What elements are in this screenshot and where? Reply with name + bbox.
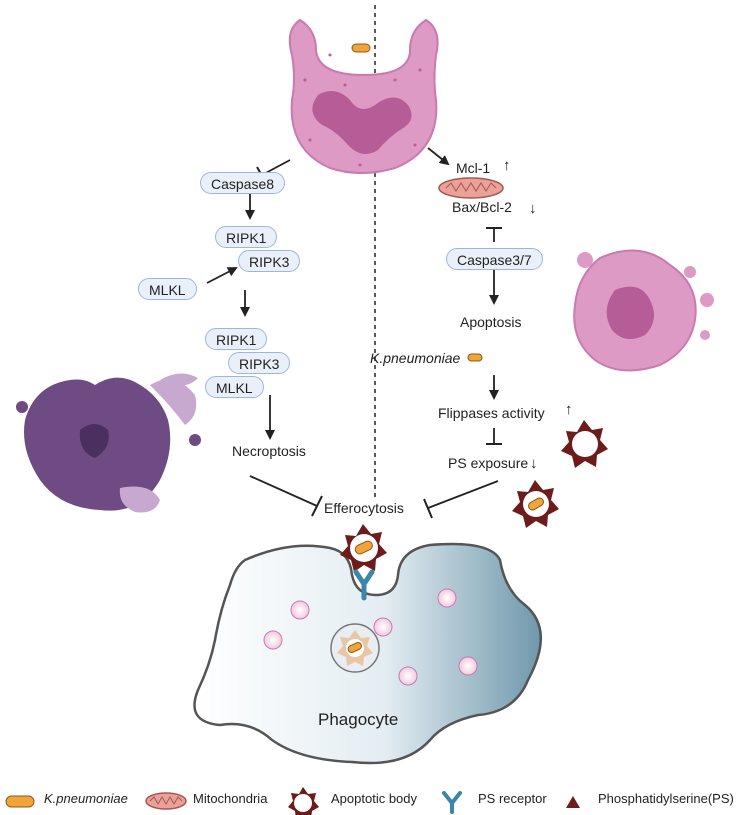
mitochondria-icon [438,177,504,199]
apoptotic-cell-icon [573,249,714,372]
ripk3-node: RIPK3 [238,250,301,272]
legend-ps-receptor-icon [442,791,462,814]
legend-apoptotic-body: Apoptotic body [331,791,418,806]
efferocytosis-label: Efferocytosis [324,500,404,516]
engulfed-apoptotic-body-icon [340,524,387,572]
phagosome-icon [330,623,380,673]
legend-ps-triangle-icon [566,796,580,808]
inhibit-bar-left [311,495,323,517]
legend-kpneumoniae: K.pneumoniae [44,791,128,806]
vesicle-icon [437,588,457,608]
vesicle-icon [263,630,283,650]
bacterium-icon [467,353,483,362]
phagocyte-label: Phagocyte [318,710,399,729]
vesicle-icon [398,666,418,686]
necrotic-cell-icon [16,373,201,513]
ripk1-complex-node: RIPK1 [205,328,268,350]
kpneumoniae-label: K.pneumoniae [370,350,461,366]
mlkl-complex-node: MLKL [205,376,264,398]
legend-mitochondria-icon [145,792,187,810]
necroptosis-label: Necroptosis [232,443,306,459]
vesicle-icon [458,656,478,676]
neutrophil-icon [288,18,439,174]
vesicle-icon [290,600,310,620]
ps-inhibit-efferocytosis [427,480,499,509]
caspase8-node: Caspase8 [200,172,286,194]
baxbcl2-down-arrow: ↓ [529,200,537,217]
arrow-to-mcl1 [427,147,450,166]
legend-ps-receptor: PS receptor [478,791,547,806]
legend-apoptotic-body-icon [288,787,319,815]
apoptotic-body-with-bacterium-icon [512,480,559,528]
legend-bacterium-icon [5,795,35,808]
legend-mitochondria: Mitochondria [193,791,268,806]
ps-exposure-down-arrow: ↓ [530,455,538,472]
necroptosis-inhibit-efferocytosis [249,475,318,507]
apoptosis-label: Apoptosis [460,314,522,330]
baxbcl2-label: Bax/Bcl-2 [452,199,512,215]
flippases-label: Flippases activity [438,405,545,421]
ps-exposure-label: PS exposure [448,455,529,471]
ripk3-complex-node: RIPK3 [228,352,291,374]
ripk1-node: RIPK1 [215,226,278,248]
caspase37-node: Caspase3/7 [446,248,543,270]
flippases-up-arrow: ↑ [565,401,573,418]
ps-receptor-icon [353,569,375,601]
vesicle-icon [373,617,393,637]
legend-phosphatidylserine: Phosphatidylserine(PS) [598,791,734,806]
mcl1-label: Mcl-1 [456,160,491,176]
inhibit-bar-right [423,498,433,519]
mcl1-up-arrow: ↑ [503,157,511,174]
arrow-mlkl-ripk3 [206,267,238,284]
mlkl-node: MLKL [138,278,197,300]
apoptotic-body-icon [561,420,608,468]
